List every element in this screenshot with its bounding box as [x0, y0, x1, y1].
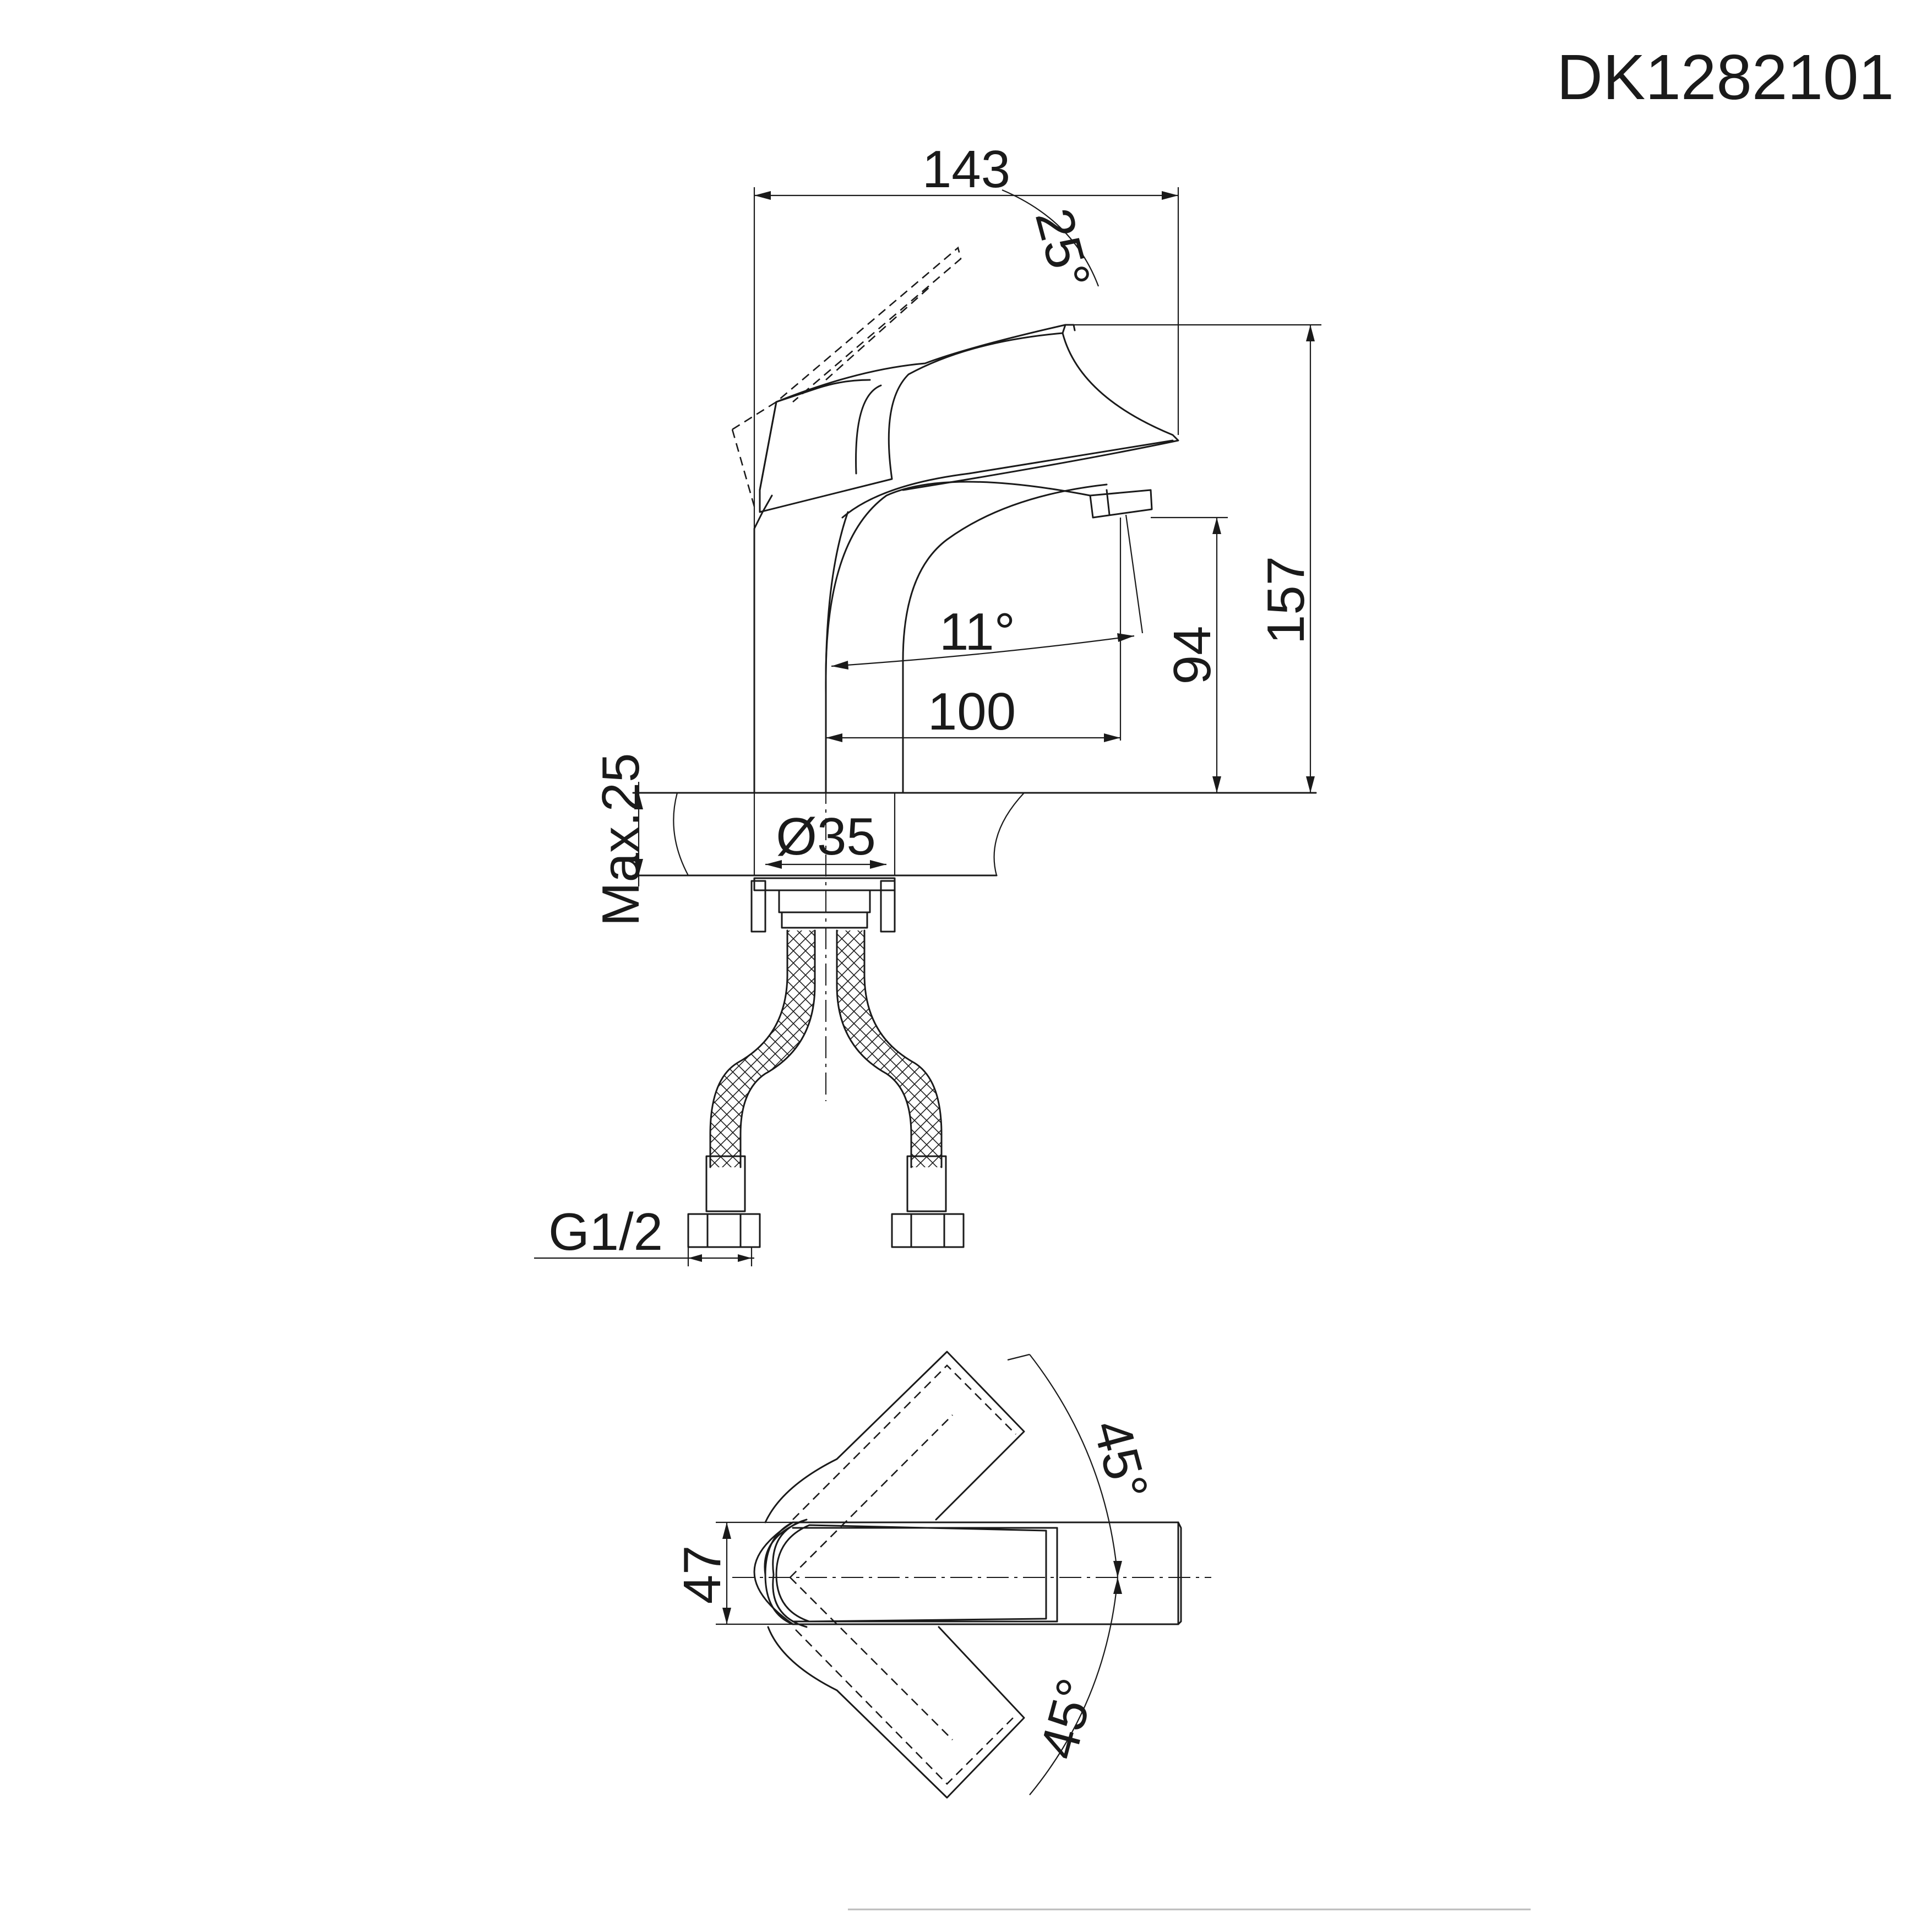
top-view: 45° 45° 47 [673, 1351, 1211, 1799]
dim-g12: G1/2 [548, 1202, 663, 1261]
dimension-rotation-left: 45° [1082, 1414, 1160, 1506]
dimension-hole-diameter: Ø35 [765, 807, 886, 869]
dim-94: 94 [1163, 626, 1222, 685]
dim-100: 100 [928, 682, 1016, 741]
countertop-section [632, 792, 1317, 877]
dim-45deg-bottom: 45° [1028, 1673, 1106, 1765]
mounting-hardware [750, 782, 896, 1101]
dim-max25: Max.25 [591, 753, 650, 927]
dimension-max-thickness: Max.25 [591, 753, 650, 927]
dimension-spout-reach: 100 [826, 682, 1120, 742]
dim-47: 47 [673, 1545, 732, 1604]
dimension-width-total: 143 [753, 140, 1179, 793]
model-code: DK1282101 [1557, 41, 1894, 113]
dim-25deg: 25° [1024, 203, 1102, 295]
dimension-height-total: 157 [1068, 324, 1321, 793]
dimension-spout-height: 94 [1151, 516, 1228, 793]
side-view: 143 25° 157 94 11° [534, 140, 1321, 1266]
dim-143: 143 [922, 140, 1010, 199]
dim-d35: Ø35 [776, 807, 875, 866]
dimension-body-width: 47 [673, 1521, 793, 1625]
dimension-spout-angle: 11° [831, 514, 1144, 741]
dimension-lever-angle: 25° [1002, 189, 1102, 295]
dimension-thread: G1/2 [534, 1202, 754, 1266]
dim-11deg: 11° [939, 602, 1015, 661]
dim-45deg-top: 45° [1082, 1414, 1160, 1506]
dim-157: 157 [1256, 556, 1315, 644]
dimension-rotation-right: 45° [1028, 1673, 1106, 1765]
supply-hoses [687, 929, 965, 1248]
